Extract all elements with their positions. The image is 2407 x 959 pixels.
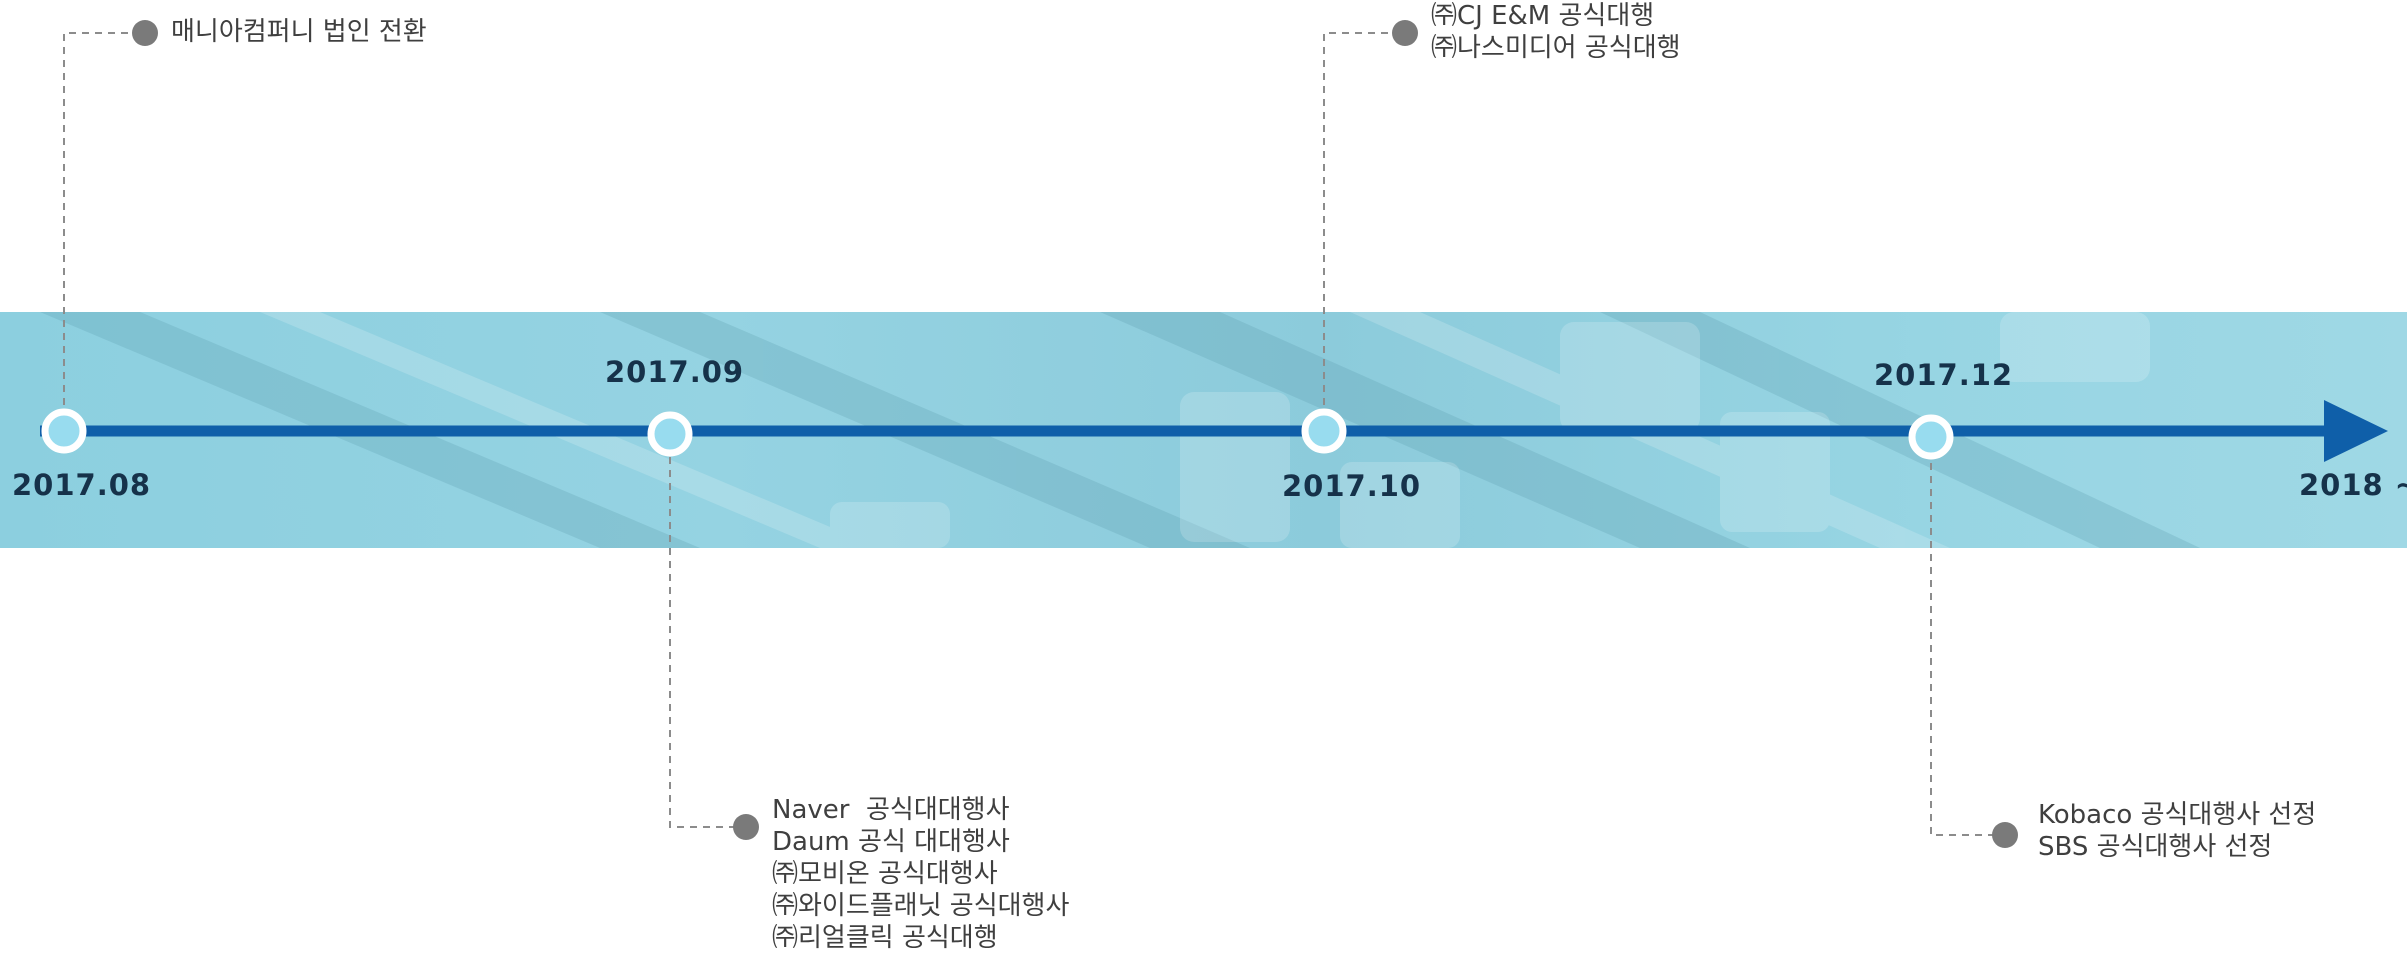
event-item: ㈜모비온 공식대행사: [772, 859, 998, 889]
event-list-2017-08: 매니아컴퍼니 법인 전환: [171, 16, 427, 48]
event-list-2017-12: Kobaco 공식대행사 선정 SBS 공식대행사 선정: [2038, 799, 2316, 863]
connector-2017-12: [1930, 450, 2005, 836]
timeline-end-label: 2018 ~: [2299, 468, 2407, 502]
event-item: ㈜나스미디어 공식대행: [1431, 33, 1681, 63]
connector-2017-08: [63, 32, 145, 418]
event-item: Daum 공식 대대행사: [772, 827, 1010, 857]
milestone-date-label: 2017.12: [1874, 358, 2014, 392]
timeline-arrowhead-icon: [2324, 400, 2388, 462]
milestone-marker-2017-10: [1301, 408, 1347, 454]
milestone-date-label: 2017.08: [12, 468, 152, 502]
event-item: ㈜CJ E&M 공식대행: [1431, 1, 1655, 31]
milestone-marker-2017-08: [41, 408, 87, 454]
event-list-2017-10: ㈜CJ E&M 공식대행 ㈜나스미디어 공식대행: [1431, 0, 1681, 64]
event-dot-icon: [132, 20, 158, 46]
event-item: Naver 공식대대행사: [772, 795, 1010, 825]
event-item: ㈜와이드플래닛 공식대행사: [772, 891, 1070, 921]
milestone-date-label: 2017.10: [1282, 469, 1422, 503]
event-item: ㈜리얼클릭 공식대행: [772, 923, 998, 953]
milestone-date-label: 2017.09: [605, 355, 745, 389]
event-item: Kobaco 공식대행사 선정: [2038, 800, 2317, 830]
connector-2017-10: [1323, 32, 1405, 418]
event-dot-icon: [1392, 20, 1418, 46]
connector-2017-09: [669, 444, 746, 828]
event-list-2017-09: Naver 공식대대행사 Daum 공식 대대행사 ㈜모비온 공식대행사 ㈜와이…: [772, 794, 1069, 954]
event-item: SBS 공식대행사 선정: [2038, 832, 2273, 862]
event-dot-icon: [733, 814, 759, 840]
milestone-marker-2017-12: [1908, 414, 1954, 460]
event-dot-icon: [1992, 822, 2018, 848]
event-item: 매니아컴퍼니 법인 전환: [171, 17, 427, 47]
milestone-marker-2017-09: [647, 411, 693, 457]
